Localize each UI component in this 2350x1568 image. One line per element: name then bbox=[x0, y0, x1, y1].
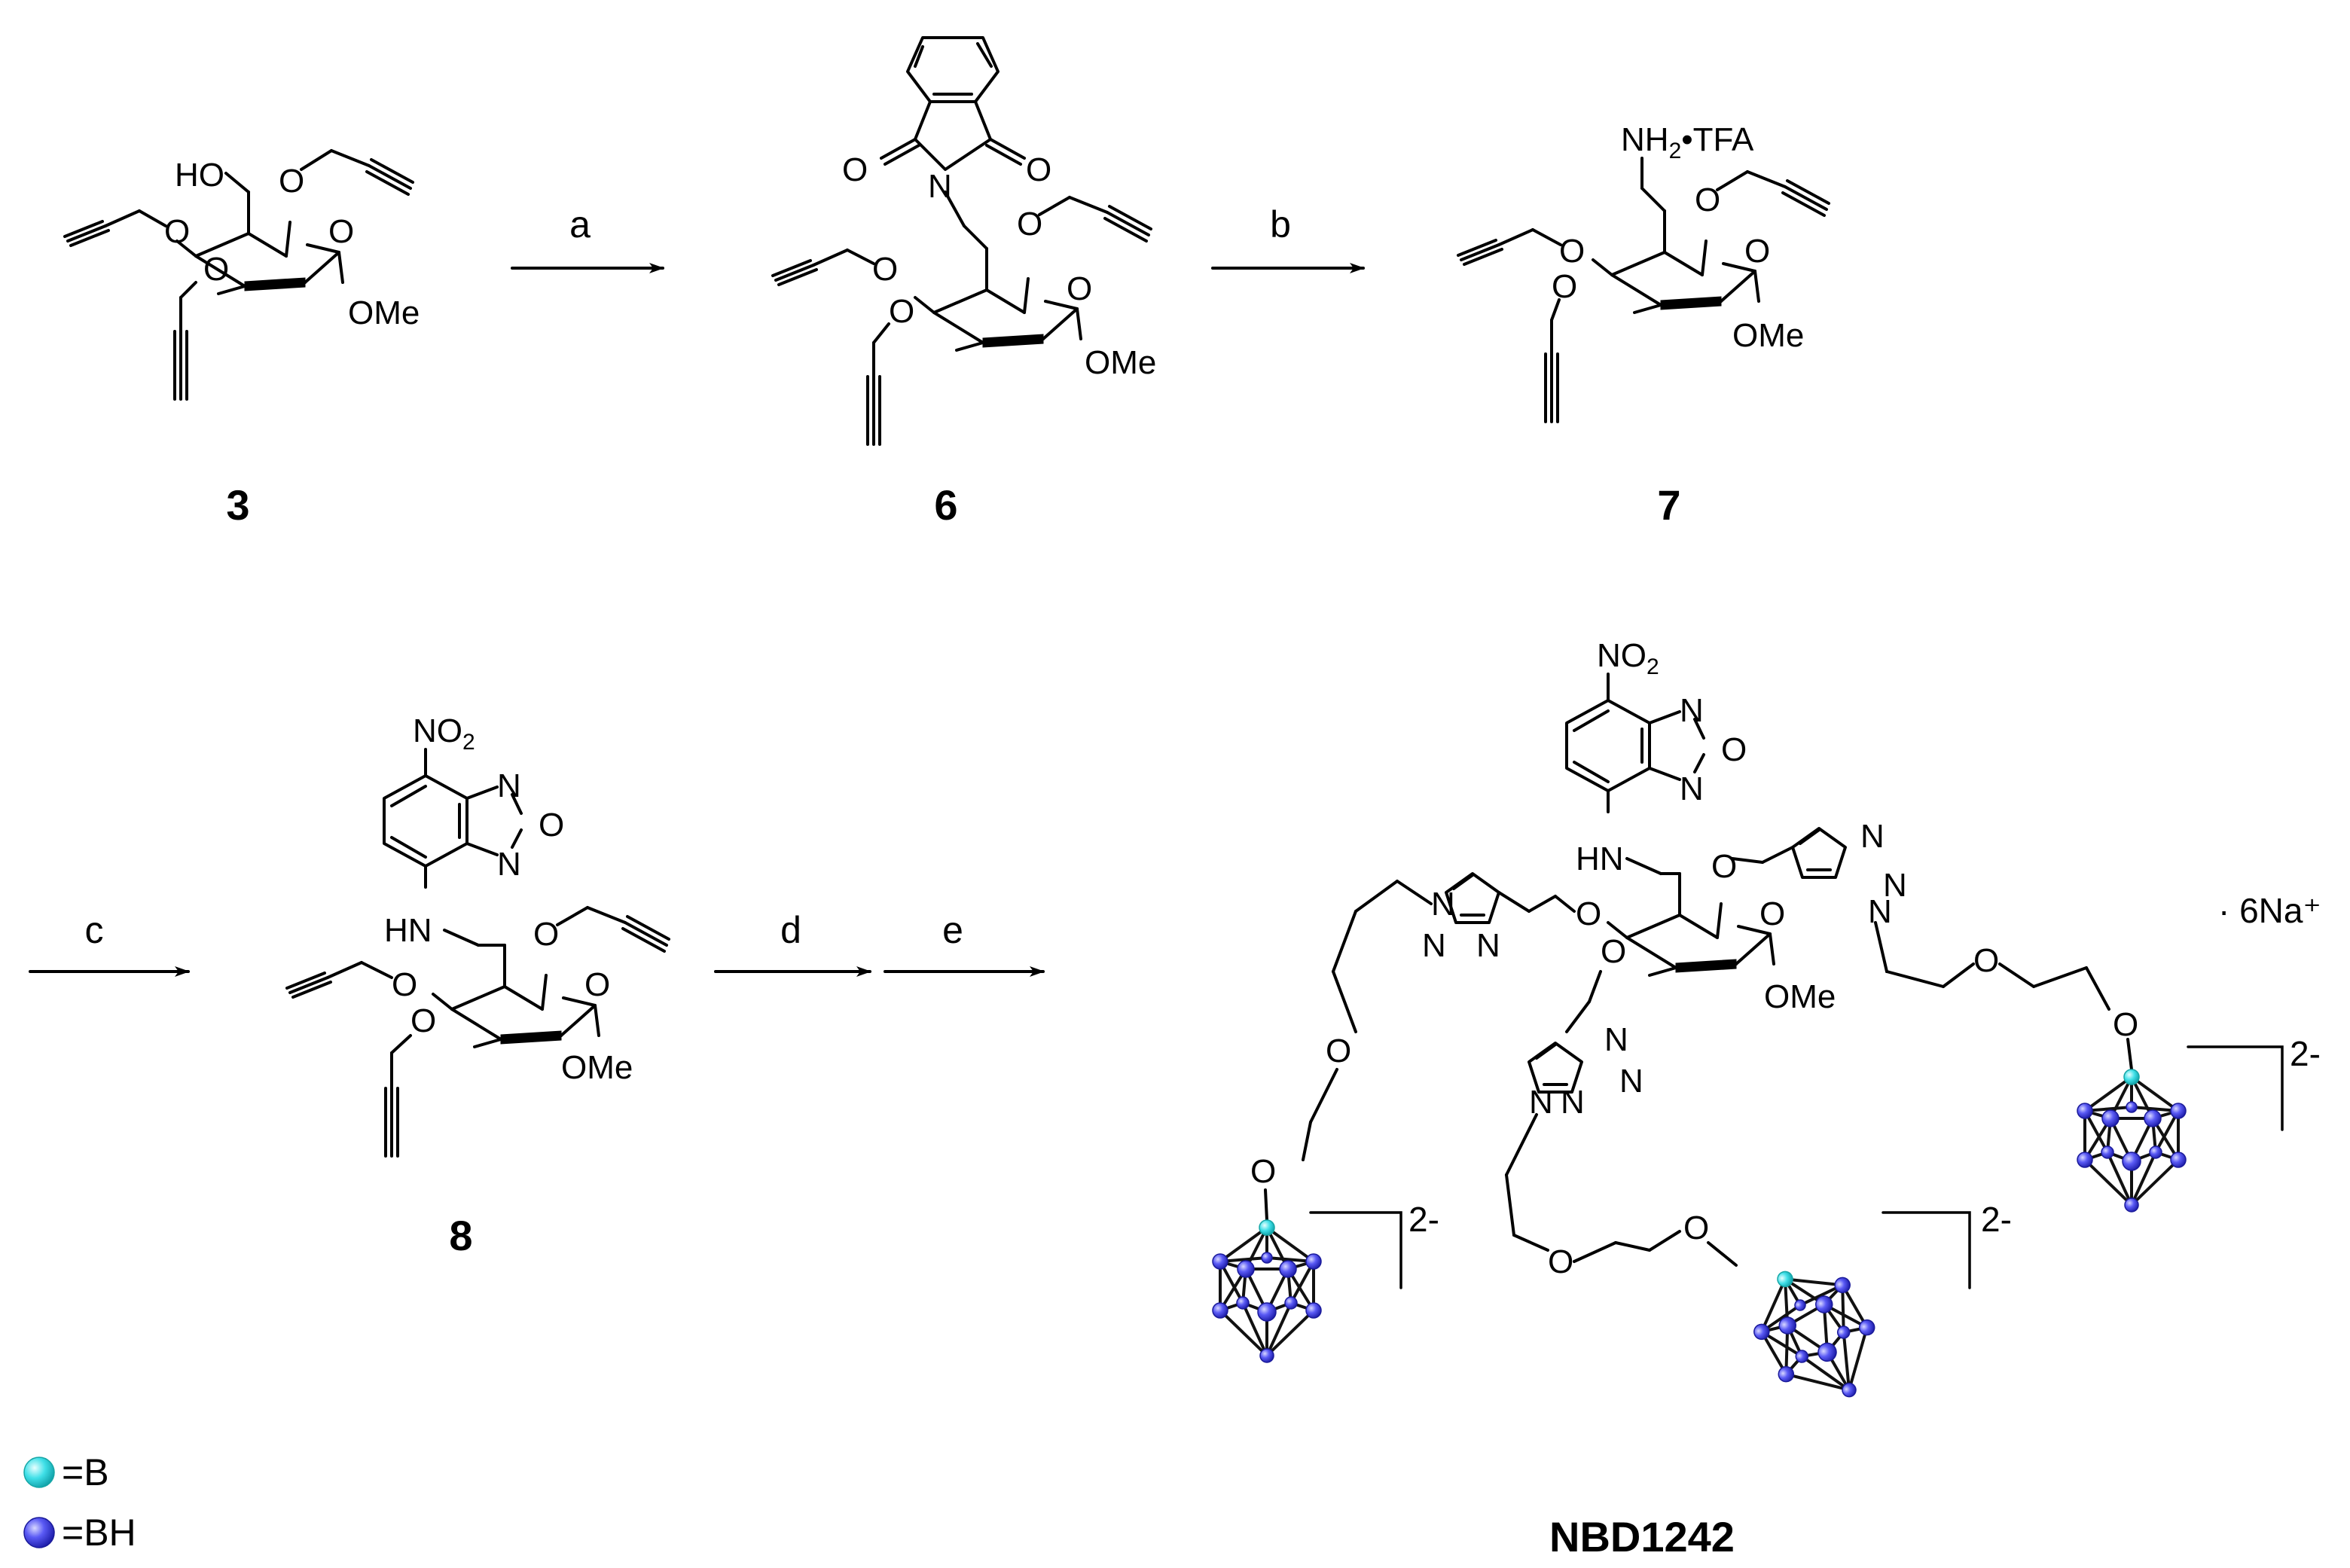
atom-o-nbd-final: O bbox=[1721, 731, 1747, 768]
atom-o-peg-l1: O bbox=[1326, 1033, 1351, 1069]
atom-nh2: NH2•TFA bbox=[1621, 121, 1754, 163]
compound-label-7: 7 bbox=[1657, 481, 1680, 529]
atom-ring-o-final: O bbox=[1759, 895, 1785, 932]
reagent-e: e bbox=[942, 909, 963, 951]
reagent-b: b bbox=[1270, 203, 1291, 246]
atom-o3-final: O bbox=[1601, 933, 1626, 970]
compound-label-nbd1242: NBD1242 bbox=[1549, 1513, 1735, 1560]
atom-o-peg-m2: O bbox=[1683, 1210, 1709, 1246]
atom-o-peg-l2: O bbox=[1250, 1153, 1276, 1190]
legend-bh-swatch bbox=[23, 1517, 55, 1548]
atom-n-tri-m4: N bbox=[1529, 1084, 1553, 1121]
atom-o2-6: O bbox=[1017, 206, 1042, 243]
atom-o-nbd: O bbox=[539, 807, 564, 843]
charge-cage-middle: 2- bbox=[1981, 1200, 2012, 1239]
atom-ring-o-7: O bbox=[1744, 233, 1770, 270]
atom-o4-7: O bbox=[1559, 233, 1585, 270]
atom-o4-8: O bbox=[392, 966, 417, 1003]
atom-no2-final: NO2 bbox=[1597, 637, 1659, 679]
atom-o4-final: O bbox=[1576, 895, 1601, 932]
atom-ring-o-8: O bbox=[584, 966, 610, 1003]
atom-o-peg-r2: O bbox=[2113, 1006, 2138, 1043]
counterion-label: · 6Na⁺ bbox=[2218, 891, 2321, 930]
atom-o4: O bbox=[164, 213, 190, 250]
atom-o-peg-m1: O bbox=[1548, 1243, 1573, 1280]
nbd1242-structure: NO2 N O N HN O O OMe O O N N N O O N bbox=[1211, 637, 2321, 1425]
compound-8-structure: NO2 N O N HN O O OMe O O bbox=[285, 712, 670, 1158]
compound-7-structure: NH2•TFA O O OMe O O bbox=[1457, 121, 1830, 423]
atom-no2-8: NO2 bbox=[413, 712, 475, 755]
charge-cage-right: 2- bbox=[2290, 1034, 2321, 1073]
atom-n-nbd-bottom: N bbox=[497, 846, 521, 883]
atom-n-nbd-top: N bbox=[497, 767, 521, 804]
legend-b-swatch bbox=[23, 1457, 55, 1488]
atom-ome-6: OMe bbox=[1085, 344, 1156, 381]
reagent-c: c bbox=[85, 909, 104, 951]
compound-label-3: 3 bbox=[226, 481, 249, 529]
atom-ome-7: OMe bbox=[1732, 317, 1804, 354]
atom-ring-o-6: O bbox=[1067, 270, 1092, 307]
atom-ome-8: OMe bbox=[561, 1049, 633, 1086]
atom-o2-8: O bbox=[533, 916, 559, 953]
atom-o2-final: O bbox=[1711, 848, 1737, 885]
compound-label-6: 6 bbox=[934, 481, 957, 529]
atom-o3-8: O bbox=[410, 1002, 436, 1039]
atom-ho: HO bbox=[175, 157, 224, 194]
compound-label-8: 8 bbox=[449, 1212, 472, 1259]
atom-n-tri-l1: N bbox=[1431, 886, 1455, 923]
atom-o4-6: O bbox=[872, 251, 898, 288]
atom-ring-o: O bbox=[328, 213, 354, 250]
atom-n-phth: N bbox=[928, 168, 952, 205]
atom-n-tri-r2: N bbox=[1883, 867, 1907, 904]
compound-3-structure: HO O O OMe O O bbox=[63, 149, 420, 401]
reagent-a: a bbox=[569, 203, 591, 246]
atom-o-peg-r1: O bbox=[1973, 942, 1999, 979]
atom-n-nbd-bottom-final: N bbox=[1680, 770, 1704, 807]
reagent-d: d bbox=[780, 909, 801, 951]
atom-ome: OMe bbox=[348, 294, 420, 331]
atom-o3-7: O bbox=[1552, 268, 1577, 305]
atom-o3: O bbox=[203, 251, 229, 288]
atom-n-nbd-top-final: N bbox=[1680, 692, 1704, 729]
legend-b-label: =B bbox=[62, 1451, 109, 1493]
atom-n-tri-m2: N bbox=[1619, 1063, 1643, 1100]
legend-bh-label: =BH bbox=[62, 1512, 136, 1554]
atom-o-phth-right: O bbox=[1026, 151, 1051, 188]
atom-hn-8: HN bbox=[384, 912, 432, 949]
atom-n-tri-m1: N bbox=[1604, 1021, 1628, 1058]
atom-legend: =B =BH bbox=[23, 1451, 136, 1554]
atom-n-tri-r3: N bbox=[1868, 893, 1892, 930]
atom-o-phth-left: O bbox=[842, 151, 868, 188]
atom-n-tri-l2: N bbox=[1422, 927, 1446, 964]
atom-hn-final: HN bbox=[1576, 840, 1624, 877]
atom-o3-6: O bbox=[889, 293, 914, 330]
compound-6-structure: N O O O O OMe O O bbox=[771, 36, 1156, 446]
atom-ome-final: OMe bbox=[1764, 978, 1836, 1015]
atom-n-tri-r1: N bbox=[1860, 818, 1885, 855]
atom-n-tri-l3: N bbox=[1476, 927, 1500, 964]
atom-n-tri-m3: N bbox=[1561, 1084, 1585, 1121]
atom-o2-7: O bbox=[1695, 182, 1720, 218]
charge-cage-left: 2- bbox=[1408, 1200, 1439, 1239]
